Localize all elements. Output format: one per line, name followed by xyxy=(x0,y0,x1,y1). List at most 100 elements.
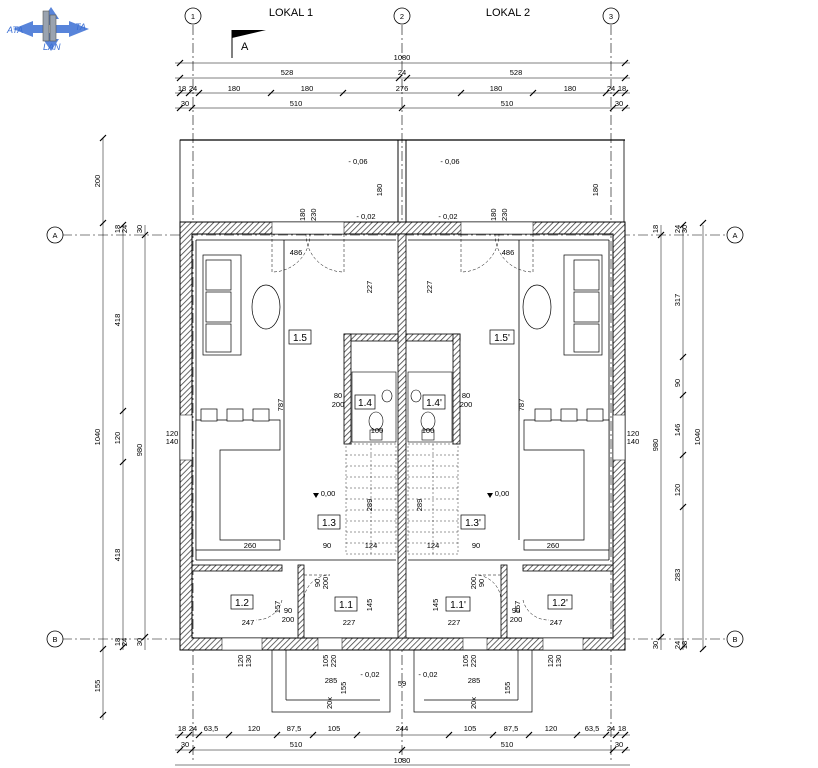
dim-bot-120-r: 120 xyxy=(545,724,558,733)
dim-living-486-l: 486 xyxy=(290,248,303,257)
svg-text:1.3': 1.3' xyxy=(465,518,481,529)
sofa-left xyxy=(202,254,242,356)
svg-text:1.5: 1.5 xyxy=(293,333,307,344)
dim-bot-510-l: 510 xyxy=(290,740,303,749)
dim-155-l: 155 xyxy=(339,682,348,695)
dim-right-30-top: 18 xyxy=(651,225,660,233)
dim-top-510-l: 510 xyxy=(290,99,303,108)
dim-left-980: 980 xyxy=(135,444,144,457)
wc-right xyxy=(407,371,453,443)
door-90-r: 90 xyxy=(512,606,520,615)
dim-top-24: 24 xyxy=(398,68,406,77)
stairs-left xyxy=(345,443,397,555)
door2-90-l: 90 xyxy=(313,579,322,587)
dim-bot-24-r: 24 xyxy=(607,724,615,733)
dim-top-18-r: 18 xyxy=(618,84,626,93)
dim-124-l: 124 xyxy=(365,541,378,550)
dim-bot-105-l: 105 xyxy=(328,724,341,733)
left-dimensions xyxy=(99,134,149,720)
door2-200-r: 200 xyxy=(469,577,478,590)
dim-right-24-bot: 24 xyxy=(673,641,682,649)
dim-right-18-bot: 18 xyxy=(680,641,689,649)
svg-text:3: 3 xyxy=(609,12,613,21)
axis-bubble-1: 1 xyxy=(184,7,202,25)
right-dimensions xyxy=(657,219,707,653)
level-floor-right: 0,00 xyxy=(495,489,510,498)
level-floor-left: 0,00 xyxy=(321,489,336,498)
dim-260-r: 260 xyxy=(547,541,560,550)
dim-289-r: 289 xyxy=(415,499,424,512)
table-left xyxy=(251,284,281,330)
bottom-dimensions xyxy=(175,731,630,766)
door-swings xyxy=(255,233,550,621)
room-box-1-4-prime: 1.4' xyxy=(422,394,446,410)
wc-door-200-l: 200 xyxy=(332,400,345,409)
window-140-r: 140 xyxy=(627,437,640,446)
dim-145-r: 145 xyxy=(431,599,440,612)
sofa-right xyxy=(563,254,603,356)
dim-stairs-20x-r: 20x xyxy=(469,697,478,709)
logo-building xyxy=(42,10,57,42)
dim-top-24-r: 24 xyxy=(607,84,615,93)
room-box-1-1: 1.1 xyxy=(334,596,358,612)
level-entrance-top-right: - 0,02 xyxy=(438,212,457,221)
dim-bot-635-l: 63,5 xyxy=(204,724,219,733)
interior-lines xyxy=(195,239,610,561)
dim-top-30-r: 30 xyxy=(615,99,623,108)
axis-bubble-a-left: A xyxy=(46,226,64,244)
dim-124-r: 124 xyxy=(427,541,440,550)
dim-right-1040: 1040 xyxy=(693,429,702,446)
dim-right-317: 317 xyxy=(673,294,682,307)
dim-left-18-top: 18 xyxy=(113,225,122,233)
dim-bot-overall: 1080 xyxy=(394,756,411,765)
room-box-1-3-prime: 1.3' xyxy=(460,514,486,530)
axis-bubble-b-right: B xyxy=(726,630,744,648)
basin-100-l: 100 xyxy=(371,426,384,435)
opening-230-r: 230 xyxy=(500,208,509,221)
svg-text:B: B xyxy=(732,635,737,644)
door-200-l: 200 xyxy=(282,615,295,624)
svg-text:A: A xyxy=(52,231,57,240)
small-window-220-l: 220 xyxy=(329,655,338,668)
dim-top-528-left: 528 xyxy=(281,68,294,77)
wc-left xyxy=(351,371,397,443)
room-box-1-2-prime: 1.2' xyxy=(547,594,573,610)
section-mark: A xyxy=(231,30,266,58)
dim-top-180-b: 180 xyxy=(301,84,314,93)
dim-bot-875-l: 87,5 xyxy=(287,724,302,733)
dim-bot-30-r: 30 xyxy=(615,740,623,749)
axis-bubble-3: 3 xyxy=(602,7,620,25)
dim-bot-120-l: 120 xyxy=(248,724,261,733)
front-window-120-r: 120 xyxy=(546,655,555,668)
dim-top-180-c: 180 xyxy=(490,84,503,93)
top-dimensions xyxy=(175,59,630,112)
dim-247-r: 247 xyxy=(550,618,563,627)
dim-living-787-r: 787 xyxy=(517,399,526,412)
dim-right-24-top: 24 xyxy=(673,225,682,233)
basin-100-r: 100 xyxy=(422,426,435,435)
dim-top-510-r: 510 xyxy=(501,99,514,108)
dim-bot-875-r: 87,5 xyxy=(504,724,519,733)
dim-terrace-180-l: 180 xyxy=(375,184,384,197)
dim-right-283: 283 xyxy=(673,569,682,582)
door-200-r: 200 xyxy=(510,615,523,624)
svg-text:1.2: 1.2 xyxy=(235,598,249,609)
level-terrace-left: - 0,06 xyxy=(348,157,367,166)
front-window-120-l: 120 xyxy=(236,655,245,668)
level-entrance-top-left: - 0,02 xyxy=(356,212,375,221)
dim-247-l: 247 xyxy=(242,618,255,627)
level-terrace-right: - 0,06 xyxy=(440,157,459,166)
dim-bot-24-l: 24 xyxy=(189,724,197,733)
unit-title-right: LOKAL 2 xyxy=(486,7,530,19)
dim-260-l: 260 xyxy=(244,541,257,550)
dim-top-276: 276 xyxy=(396,84,409,93)
svg-text:A: A xyxy=(732,231,737,240)
dim-terrace-180-r: 180 xyxy=(591,184,600,197)
svg-text:1.1': 1.1' xyxy=(450,600,466,611)
dim-left-155: 155 xyxy=(93,680,102,693)
dim-stairs-20x-l: 20x xyxy=(325,697,334,709)
dim-155-r: 155 xyxy=(503,682,512,695)
dim-left-18-bot: 18 xyxy=(113,638,122,646)
dim-285-r: 285 xyxy=(468,676,481,685)
